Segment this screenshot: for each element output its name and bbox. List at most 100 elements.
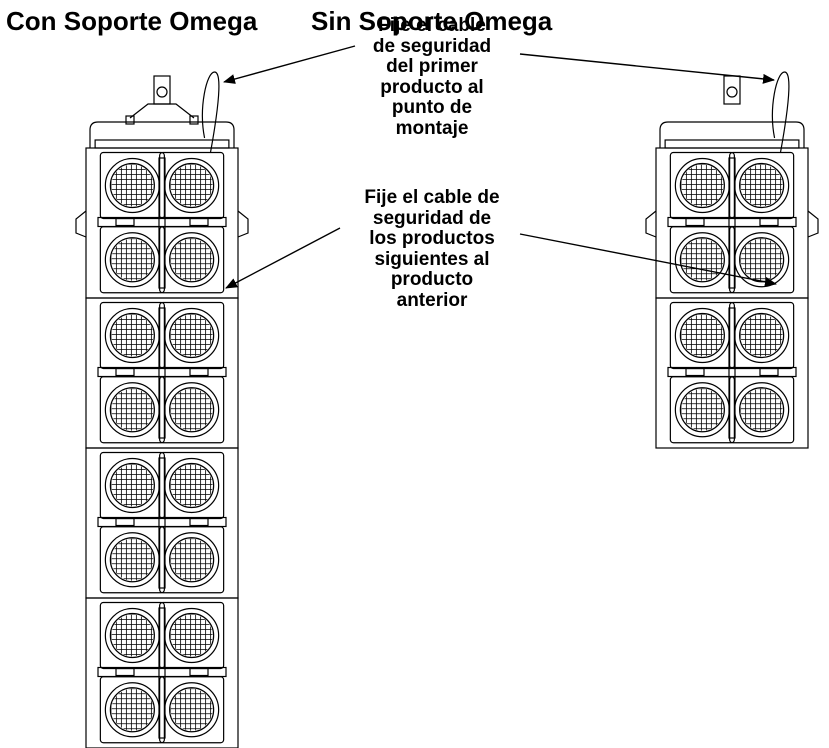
latch — [189, 667, 209, 677]
omega-bracket — [129, 103, 195, 119]
lens — [669, 151, 735, 220]
lens — [729, 301, 795, 370]
fixture-frame — [655, 297, 809, 449]
lens-inner-ring — [679, 162, 725, 209]
latch — [115, 367, 135, 377]
fixture — [655, 297, 809, 449]
divider-band — [97, 366, 227, 378]
divider-band — [97, 666, 227, 678]
lens — [159, 151, 225, 220]
fixture — [85, 597, 239, 748]
latch — [759, 217, 779, 227]
callout-following-products: Fije el cable de seguridad de los produc… — [364, 187, 500, 311]
lens — [729, 226, 795, 294]
lens — [159, 376, 225, 444]
lens — [159, 301, 225, 370]
lens-inner-ring — [739, 312, 785, 359]
rigging-frame — [89, 121, 235, 148]
lens-inner-ring — [739, 162, 785, 209]
lens-inner-ring — [169, 162, 215, 209]
callout-first-product: Fije el cable de seguridad del primer pr… — [372, 15, 492, 139]
lens — [159, 526, 225, 594]
omega-bolt — [189, 115, 199, 125]
lens-grid — [111, 538, 154, 581]
lens-inner-ring — [109, 612, 155, 659]
lens — [159, 676, 225, 744]
lens — [99, 301, 165, 370]
latch — [189, 367, 209, 377]
clamp-body — [723, 75, 741, 105]
lens — [99, 226, 165, 294]
lens-inner-ring — [109, 687, 155, 733]
lens-inner-ring — [169, 612, 215, 659]
lens-inner-ring — [109, 537, 155, 583]
lens-inner-ring — [169, 462, 215, 509]
fixture-frame — [85, 297, 239, 449]
lens — [669, 226, 735, 294]
divider-band — [667, 216, 797, 228]
lens-inner-ring — [679, 312, 725, 359]
lens — [99, 526, 165, 594]
arrow-next-left — [225, 227, 341, 289]
lens-inner-ring — [169, 687, 215, 733]
fixture — [85, 297, 239, 449]
centre-post — [158, 307, 166, 439]
lens — [99, 151, 165, 220]
centre-post — [158, 157, 166, 289]
lens-inner-ring — [109, 237, 155, 283]
lens-inner-ring — [169, 312, 215, 359]
lens — [159, 601, 225, 670]
clamp-body — [153, 75, 171, 105]
latch — [115, 667, 135, 677]
fixture — [85, 447, 239, 599]
centre-post — [728, 307, 736, 439]
fixture-frame — [85, 597, 239, 748]
lens-inner-ring — [679, 237, 725, 283]
latch — [685, 367, 705, 377]
lens-grid — [111, 238, 154, 281]
top-rail — [664, 139, 800, 149]
latch — [759, 367, 779, 377]
lens — [99, 451, 165, 520]
lens-inner-ring — [169, 237, 215, 283]
divider-band — [667, 366, 797, 378]
safety-cable — [201, 71, 220, 153]
left-fixture-stack — [75, 71, 249, 748]
lens — [159, 451, 225, 520]
latch — [189, 517, 209, 527]
lens-inner-ring — [739, 387, 785, 433]
side-handle — [237, 210, 249, 238]
lens-inner-ring — [739, 237, 785, 283]
centre-post — [158, 457, 166, 589]
centre-post — [158, 607, 166, 739]
lens — [729, 151, 795, 220]
callout-arrows — [223, 45, 777, 289]
lens — [159, 226, 225, 294]
lens — [99, 601, 165, 670]
clamp-bolt — [726, 86, 738, 98]
side-handle — [807, 210, 819, 238]
latch — [115, 217, 135, 227]
latch — [685, 217, 705, 227]
latch — [115, 517, 135, 527]
divider-band — [97, 216, 227, 228]
arrow-first-right — [519, 53, 775, 84]
lens — [669, 301, 735, 370]
top-rail — [94, 139, 230, 149]
fixture — [85, 147, 239, 299]
latch — [189, 217, 209, 227]
arrow-first-left — [223, 45, 356, 84]
lens-inner-ring — [169, 387, 215, 433]
fixture — [655, 147, 809, 299]
omega-bolt — [125, 115, 135, 125]
lens — [99, 676, 165, 744]
rigging-frame — [659, 121, 805, 148]
title-with-omega: Con Soporte Omega — [6, 6, 258, 36]
lens — [669, 376, 735, 444]
fixture-frame — [85, 447, 239, 599]
side-handle — [645, 210, 657, 238]
arrow-next-right — [519, 233, 777, 287]
lens-inner-ring — [109, 312, 155, 359]
lens-inner-ring — [109, 162, 155, 209]
lens — [99, 376, 165, 444]
